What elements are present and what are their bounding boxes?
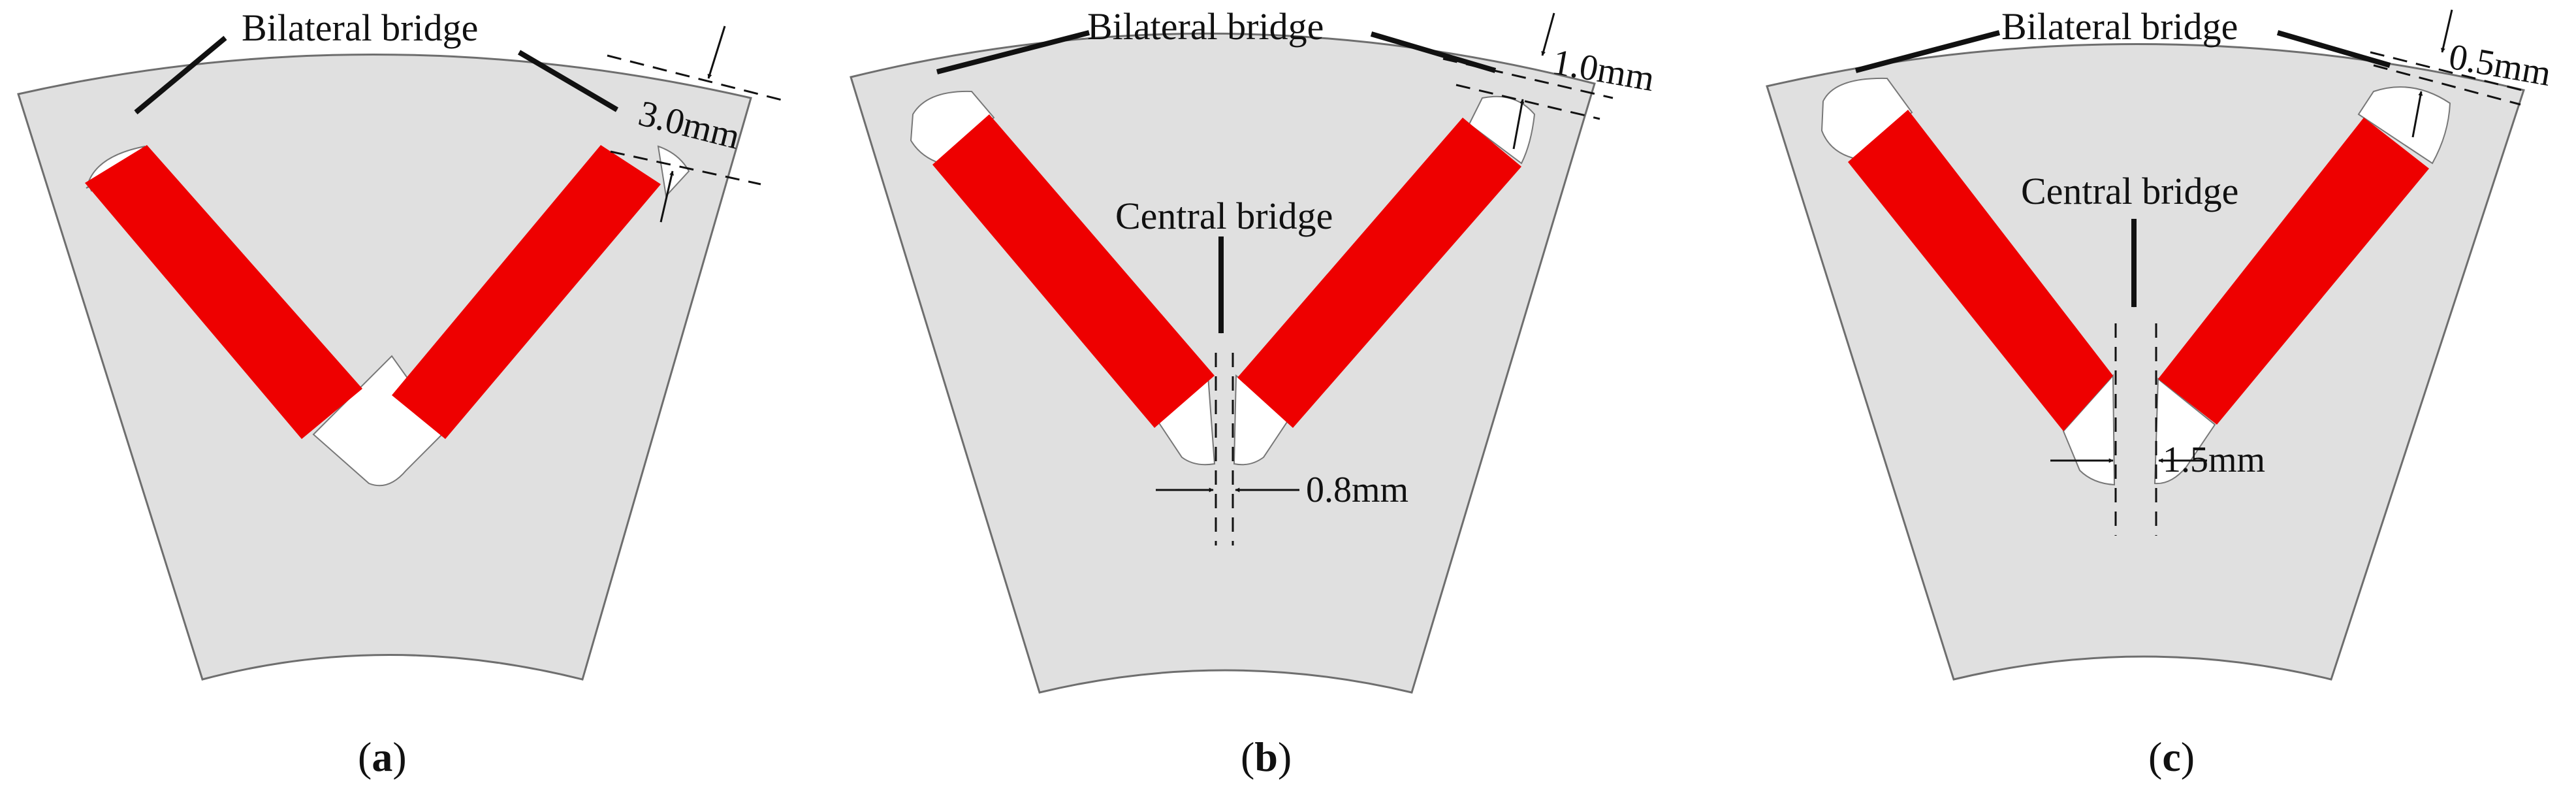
dimension-arrow — [2411, 91, 2423, 138]
dimension-line — [1455, 84, 1600, 120]
bilateral-bridge-label: Bilateral bridge — [1087, 5, 1324, 48]
bridge-arrow-left — [134, 35, 227, 115]
magnet-left — [932, 114, 1215, 428]
bridge-arrow-left — [936, 30, 1090, 74]
dimension-line — [2373, 64, 2521, 106]
bridge-arrow-left — [1854, 30, 2001, 73]
dimension-line — [1442, 57, 1614, 99]
flux-barrier-right — [1468, 95, 1536, 165]
flux-barrier-central-right — [2154, 377, 2216, 485]
dimension-line — [607, 54, 787, 103]
flux-barrier-left — [910, 90, 995, 165]
bridge-arrow-right — [1370, 31, 1497, 73]
magnet-right — [1237, 118, 1521, 428]
dimension-arrow — [2441, 9, 2453, 53]
dimension-arrow — [1512, 99, 1525, 150]
central-bridge-label: Central bridge — [2021, 170, 2238, 212]
central-bridge-dimension: 0.8mm — [1306, 470, 1408, 510]
flux-barrier-right — [2357, 86, 2451, 165]
bridge-arrow-right — [2276, 30, 2391, 68]
dimension-line — [610, 150, 761, 186]
magnet-right — [392, 145, 661, 439]
bilateral-bridge-label: Bilateral bridge — [2001, 5, 2238, 48]
central-bridge-dimension: 1.5mm — [2163, 440, 2265, 480]
dimension-line — [2370, 51, 2528, 93]
magnet-right — [2158, 118, 2429, 425]
magnet-left — [85, 145, 362, 439]
flux-barrier-central-left — [1154, 374, 1216, 466]
magnet-left — [1848, 110, 2113, 431]
panel-caption: (a) — [358, 734, 407, 780]
flux-barrier-central-left — [2062, 374, 2116, 486]
panel-b: Bilateral bridge 1.0mm Central bridge 0.… — [850, 5, 1657, 780]
flux-barrier-central-right — [1233, 374, 1291, 466]
central-bridge-label: Central bridge — [1115, 195, 1333, 237]
bilateral-bridge-label: Bilateral bridge — [242, 7, 478, 49]
panel-c: Bilateral bridge 0.5mm Central bridge 1.… — [1766, 5, 2554, 780]
bridge-arrow-right — [517, 50, 619, 112]
dimension-arrow — [1541, 12, 1555, 56]
dimension-arrow — [660, 171, 674, 223]
flux-barrier-left — [1821, 77, 1913, 159]
panel-a: Bilateral bridge 3.0mm (a) — [17, 7, 787, 780]
panel-caption: (c) — [2148, 734, 2195, 780]
dimension-arrow — [707, 25, 726, 79]
panel-caption: (b) — [1241, 734, 1292, 780]
